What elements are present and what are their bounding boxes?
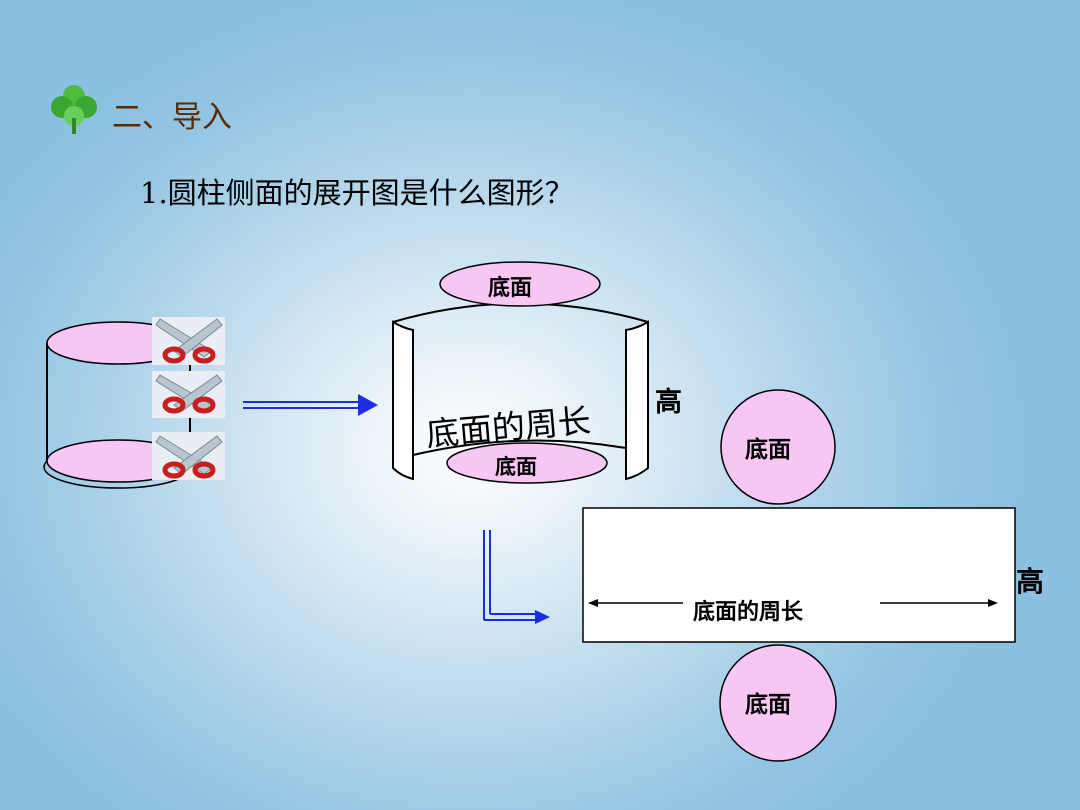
base-circle-top — [720, 389, 836, 505]
height-label-rectangle: 高 — [1016, 565, 1045, 598]
base-label-circle-bottom: 底面 — [745, 692, 791, 718]
clover-icon — [51, 85, 97, 134]
scissors-icon — [152, 371, 225, 418]
open-cylinder — [392, 302, 649, 481]
base-label-circle-top: 底面 — [745, 437, 791, 463]
top-base-label: 底面 — [488, 276, 533, 301]
scissors-icon — [152, 317, 225, 365]
height-label-open-cylinder: 高 — [655, 387, 682, 418]
scissors-icon — [152, 432, 225, 480]
lateral-rectangle — [582, 507, 1016, 643]
rectangle-perimeter-label: 底面的周长 — [693, 600, 804, 625]
top-base-ellipse — [439, 261, 601, 307]
right-arrow — [243, 394, 378, 416]
base-circle-bottom — [719, 644, 837, 762]
down-right-arrow — [483, 530, 550, 624]
question-text: 1.圆柱侧面的展开图是什么图形？ — [140, 176, 574, 210]
bottom-base-label: 底面 — [495, 455, 537, 479]
perimeter-arrow — [588, 599, 998, 607]
bottom-base-ellipse — [446, 442, 608, 484]
section-heading: 二、导入 — [112, 100, 232, 135]
